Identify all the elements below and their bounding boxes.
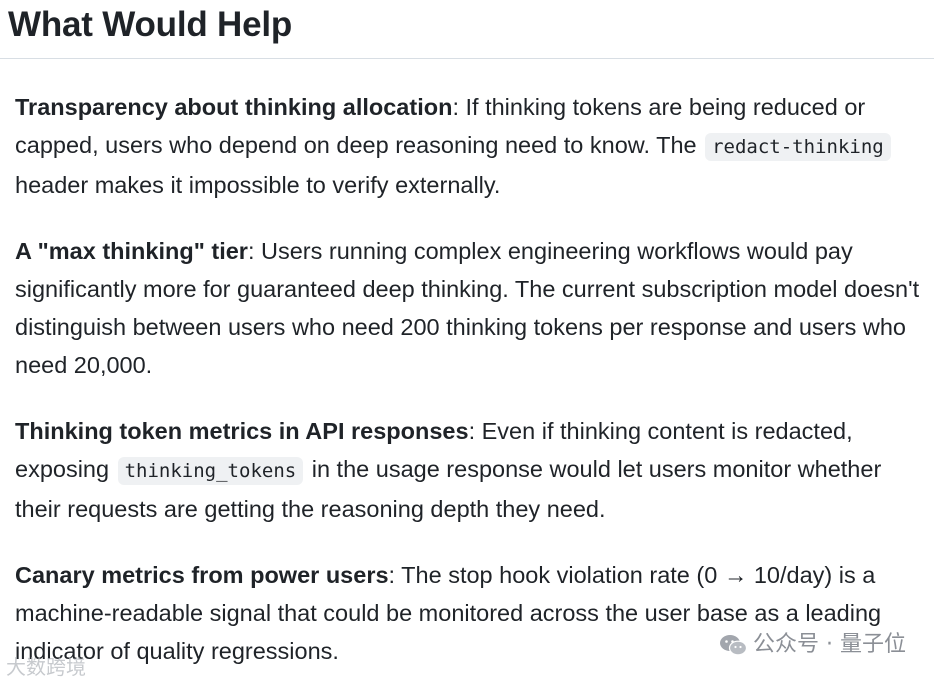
wechat-icon bbox=[720, 635, 748, 656]
paragraph-text: : Even if thinking content is redacted, … bbox=[15, 418, 853, 482]
content-body: Transparency about thinking allocation: … bbox=[15, 88, 920, 698]
section-heading: What Would Help bbox=[8, 5, 293, 44]
paragraph-title: Canary metrics from power users bbox=[15, 562, 389, 588]
paragraph-title: Transparency about thinking allocation bbox=[15, 94, 453, 120]
inline-code: redact-thinking bbox=[705, 133, 891, 161]
paragraph-text: in the usage response would let users mo… bbox=[15, 456, 882, 522]
watermark-wechat: 公众号 · 量子位 bbox=[719, 630, 906, 660]
paragraph-title: A "max thinking" tier bbox=[15, 238, 248, 264]
paragraph-text: : If thinking tokens are being reduced o… bbox=[15, 94, 866, 158]
paragraph-title: Thinking token metrics in API responses bbox=[15, 418, 469, 444]
watermark-corner: 大数跨境 bbox=[6, 655, 86, 679]
paragraph-text: : Users running complex engineering work… bbox=[15, 238, 920, 378]
watermark-text: 公众号 · 量子位 bbox=[753, 632, 906, 657]
paragraph-max-thinking: A "max thinking" tier: Users running com… bbox=[15, 232, 920, 384]
inline-code: thinking_tokens bbox=[117, 457, 304, 485]
paragraph-text: header makes it impossible to verify ext… bbox=[15, 172, 501, 198]
paragraph-transparency: Transparency about thinking allocation: … bbox=[15, 88, 920, 204]
paragraph-token-metrics: Thinking token metrics in API responses:… bbox=[15, 412, 920, 528]
paragraph-canary-metrics: Canary metrics from power users: The sto… bbox=[15, 556, 920, 670]
paragraph-text: : The stop hook violation rate (0 → 10/d… bbox=[15, 562, 882, 664]
heading-divider bbox=[0, 58, 934, 59]
